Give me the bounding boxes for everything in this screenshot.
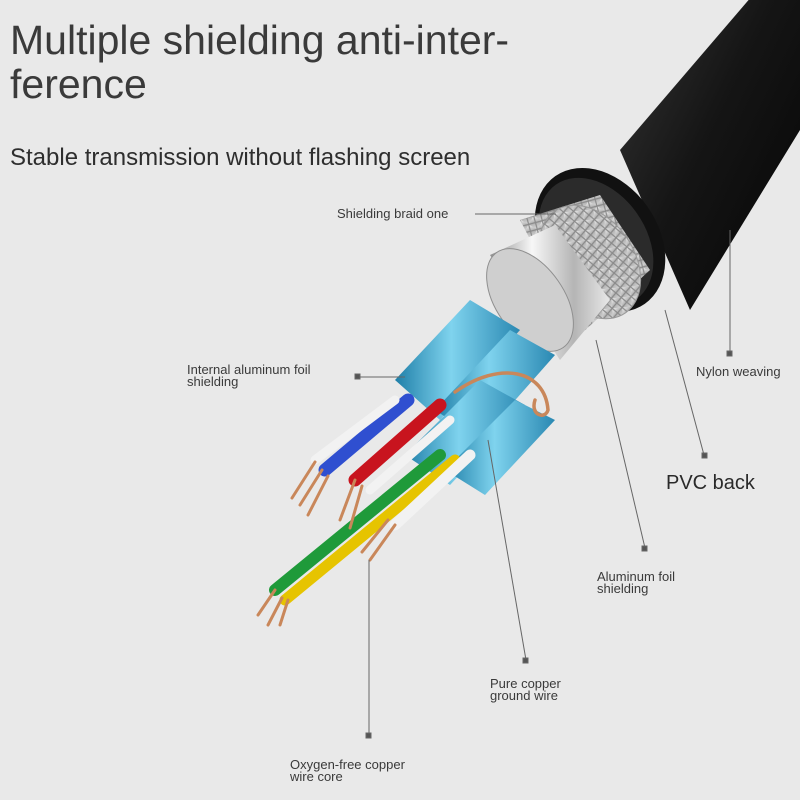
label-pvc-back: PVC back	[666, 472, 755, 494]
label-ground-wire: Pure copper ground wire	[490, 676, 561, 703]
label-nylon-weaving: Nylon weaving	[696, 364, 781, 379]
page-title: Multiple shielding anti-inter- ference	[10, 17, 510, 107]
label-copper-core: Oxygen-free copper wire core	[290, 757, 405, 784]
label-aluminum-foil: Aluminum foil shielding	[597, 569, 676, 596]
leader-lines	[354, 213, 733, 739]
copper-strands	[256, 371, 550, 627]
page-subtitle: Stable transmission without flashing scr…	[10, 144, 471, 171]
label-shielding-braid: Shielding braid one	[337, 206, 449, 221]
label-internal-aluminum-foil: Internal aluminum foil shielding	[187, 362, 311, 389]
signal-wires	[269, 393, 476, 606]
